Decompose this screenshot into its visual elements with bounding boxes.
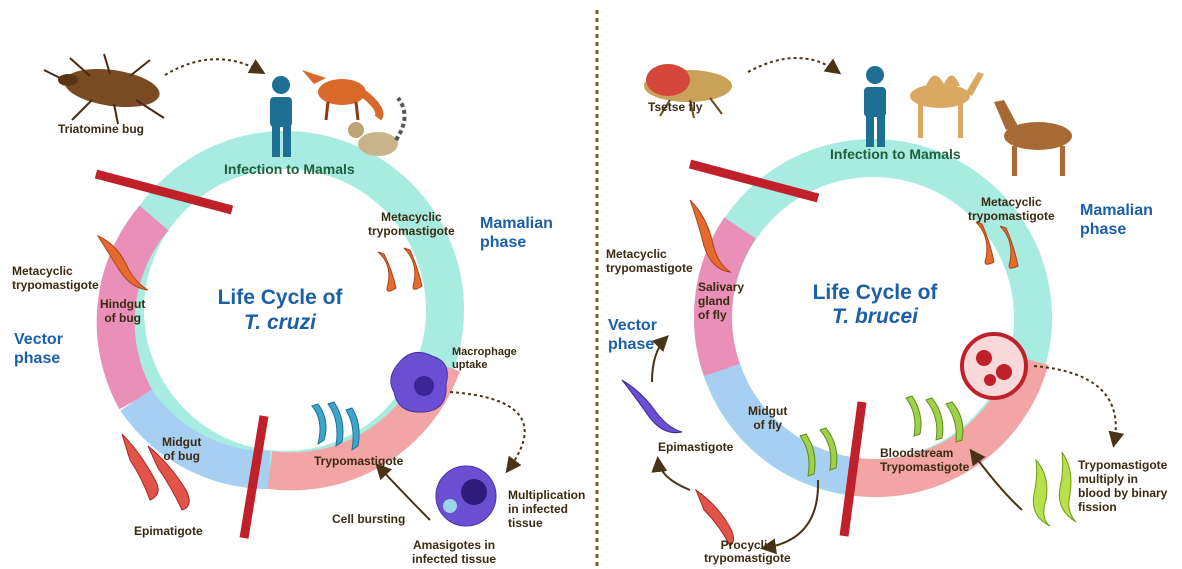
left-title-line2: T. cruzi — [205, 310, 355, 335]
trypomastigote-label: Trypomastigote — [314, 454, 403, 468]
red-blood-cell-icon — [962, 334, 1026, 398]
macrophage-to-tissue-arrow — [450, 392, 525, 470]
blood-to-multiply-arrow — [1034, 366, 1116, 444]
salivary-gland-label: Salivary gland of fly — [698, 280, 744, 322]
left-infection-label: Infection to Mamals — [224, 162, 355, 176]
horse-icon — [994, 100, 1072, 176]
camel-icon — [910, 72, 984, 138]
dividing-trypomastigote-icon — [1033, 452, 1076, 526]
infected-tissue-cell-icon — [436, 466, 496, 526]
right-metacyclic-left-label: Metacyclic trypomastigote — [606, 247, 693, 275]
cell-bursting-label: Cell bursting — [332, 512, 405, 526]
right-title-line2: T. brucei — [800, 304, 950, 329]
right-vector-arrow — [748, 58, 838, 72]
left-title-line1: Life Cycle of — [205, 285, 355, 310]
procyclic-to-epimastigote-arrow — [658, 460, 690, 490]
bloodstream-label: Bloodstream Trypomastigote — [880, 446, 969, 474]
multiply-label: Trypomastigote multiply in blood by bina… — [1078, 458, 1167, 514]
epimastigote-right-label: Epimastigote — [658, 440, 733, 454]
right-metacyclic-right-label: Metacyclic trypomastigote — [968, 195, 1055, 223]
multiply-to-bloodstream-arrow — [972, 452, 1022, 510]
left-midgut-label: Midgut of bug — [162, 435, 201, 463]
macrophage-icon — [391, 352, 448, 412]
right-mammalian-phase: Mamalian phase — [1080, 201, 1153, 239]
fox-icon — [302, 70, 379, 120]
triatomine-bug-icon — [44, 54, 164, 124]
triatomine-bug-label: Triatomine bug — [58, 122, 144, 136]
left-metacyclic-right-label: Metacyclic trypomastigote — [368, 210, 455, 238]
multiplication-label: Multiplication in infected tissue — [508, 488, 585, 530]
right-midgut-label: Midgut of fly — [748, 404, 787, 432]
epimastigote-left-label: Epimatigote — [134, 524, 203, 538]
left-mammalian-phase: Mamalian phase — [480, 214, 553, 252]
epimastigote-parasite-right — [622, 380, 682, 433]
left-metacyclic-left-label: Metacyclic trypomastigote — [12, 264, 99, 292]
right-title-line1: Life Cycle of — [800, 280, 950, 305]
human-icon — [864, 66, 886, 147]
right-vector-phase: Vector phase — [608, 316, 657, 354]
left-vector-phase: Vector phase — [14, 330, 63, 368]
right-infection-label: Infection to Mamals — [830, 147, 961, 161]
amastigotes-label: Amasigotes in infected tissue — [412, 538, 496, 566]
hindgut-label: Hindgut of bug — [100, 297, 145, 325]
tsetse-fly-label: Tsetse fly — [648, 100, 702, 114]
procyclic-label: Procyclic trypomastigote — [704, 539, 791, 565]
left-vector-arrow — [165, 59, 262, 75]
macrophage-label: Macrophage uptake — [452, 346, 517, 372]
